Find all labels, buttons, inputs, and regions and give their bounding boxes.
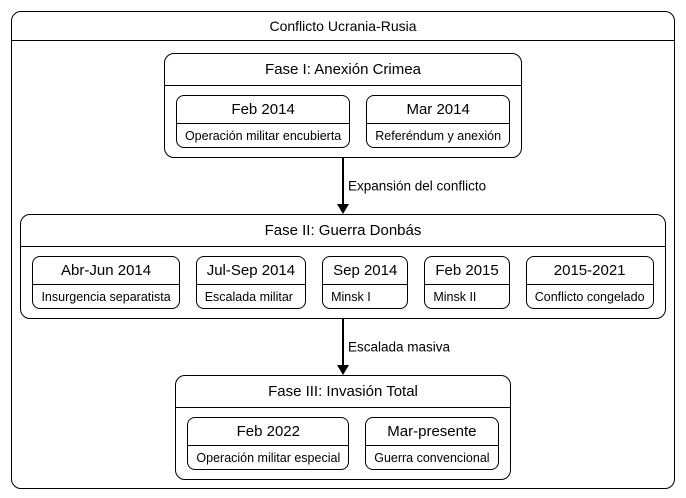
event-date: Mar 2014 [367, 96, 510, 124]
phase-1-box: Fase I: Anexión Crimea Feb 2014 Operació… [163, 53, 523, 158]
event-description: Referéndum y anexión [375, 129, 502, 143]
arrow-head-icon [337, 365, 349, 375]
transition-escalation-arrow: Escalada masiva [336, 319, 450, 375]
event-date: Feb 2015 [425, 257, 509, 285]
transition-label: Expansión del conflicto [348, 178, 487, 194]
event-2015-2021: 2015-2021 Conflicto congelado [525, 256, 654, 309]
phase-2-events: Abr-Jun 2014 Insurgencia separatista Jul… [21, 247, 664, 318]
event-description: Escalada militar [204, 290, 293, 304]
phase-3-title: Fase III: Invasión Total [176, 376, 510, 408]
event-date: Mar-presente [366, 418, 498, 446]
transition-expansion-arrow: Expansión del conflicto [336, 158, 486, 214]
conflict-diagram-frame: Conflicto Ucrania-Rusia Fase I: Anexión … [11, 11, 675, 489]
phase-2-title: Fase II: Guerra Donbás [21, 215, 665, 247]
event-description: Guerra convencional [374, 451, 490, 465]
phase-1-events: Feb 2014 Operación militar encubierta Ma… [165, 86, 521, 157]
event-sep-2014: Sep 2014 Minsk I [322, 256, 409, 309]
event-date: Jul-Sep 2014 [196, 257, 306, 285]
event-feb-2014: Feb 2014 Operación militar encubierta [175, 95, 351, 148]
event-date: Sep 2014 [323, 257, 408, 285]
arrow-line [342, 158, 344, 205]
transition-label: Escalada masiva [348, 339, 451, 355]
event-feb-2022: Feb 2022 Operación militar especial [187, 417, 350, 470]
event-mar-2014: Mar 2014 Referéndum y anexión [366, 95, 511, 148]
phase-1-title: Fase I: Anexión Crimea [164, 54, 522, 86]
event-description: Minsk I [331, 290, 371, 304]
event-description: Minsk II [433, 290, 477, 304]
event-description: Operación militar especial [196, 451, 341, 465]
arrow-line [342, 319, 344, 366]
event-description: Insurgencia separatista [41, 290, 171, 304]
diagram-title: Conflicto Ucrania-Rusia [12, 12, 674, 41]
event-date: Abr-Jun 2014 [33, 257, 179, 285]
event-feb-2015: Feb 2015 Minsk II [424, 256, 510, 309]
diagram-body: Fase I: Anexión Crimea Feb 2014 Operació… [12, 41, 674, 488]
phase-3-box: Fase III: Invasión Total Feb 2022 Operac… [175, 375, 511, 480]
event-date: Feb 2022 [188, 418, 349, 446]
event-mar-presente: Mar-presente Guerra convencional [365, 417, 499, 470]
event-description: Operación militar encubierta [184, 129, 342, 143]
arrow-head-icon [337, 204, 349, 214]
event-description: Conflicto congelado [534, 290, 645, 304]
phase-3-events: Feb 2022 Operación militar especial Mar-… [176, 408, 509, 479]
phase-2-box: Fase II: Guerra Donbás Abr-Jun 2014 Insu… [20, 214, 666, 319]
event-jul-sep-2014: Jul-Sep 2014 Escalada militar [195, 256, 307, 309]
event-date: 2015-2021 [526, 257, 653, 285]
event-date: Feb 2014 [176, 96, 350, 124]
event-abr-jun-2014: Abr-Jun 2014 Insurgencia separatista [32, 256, 180, 309]
